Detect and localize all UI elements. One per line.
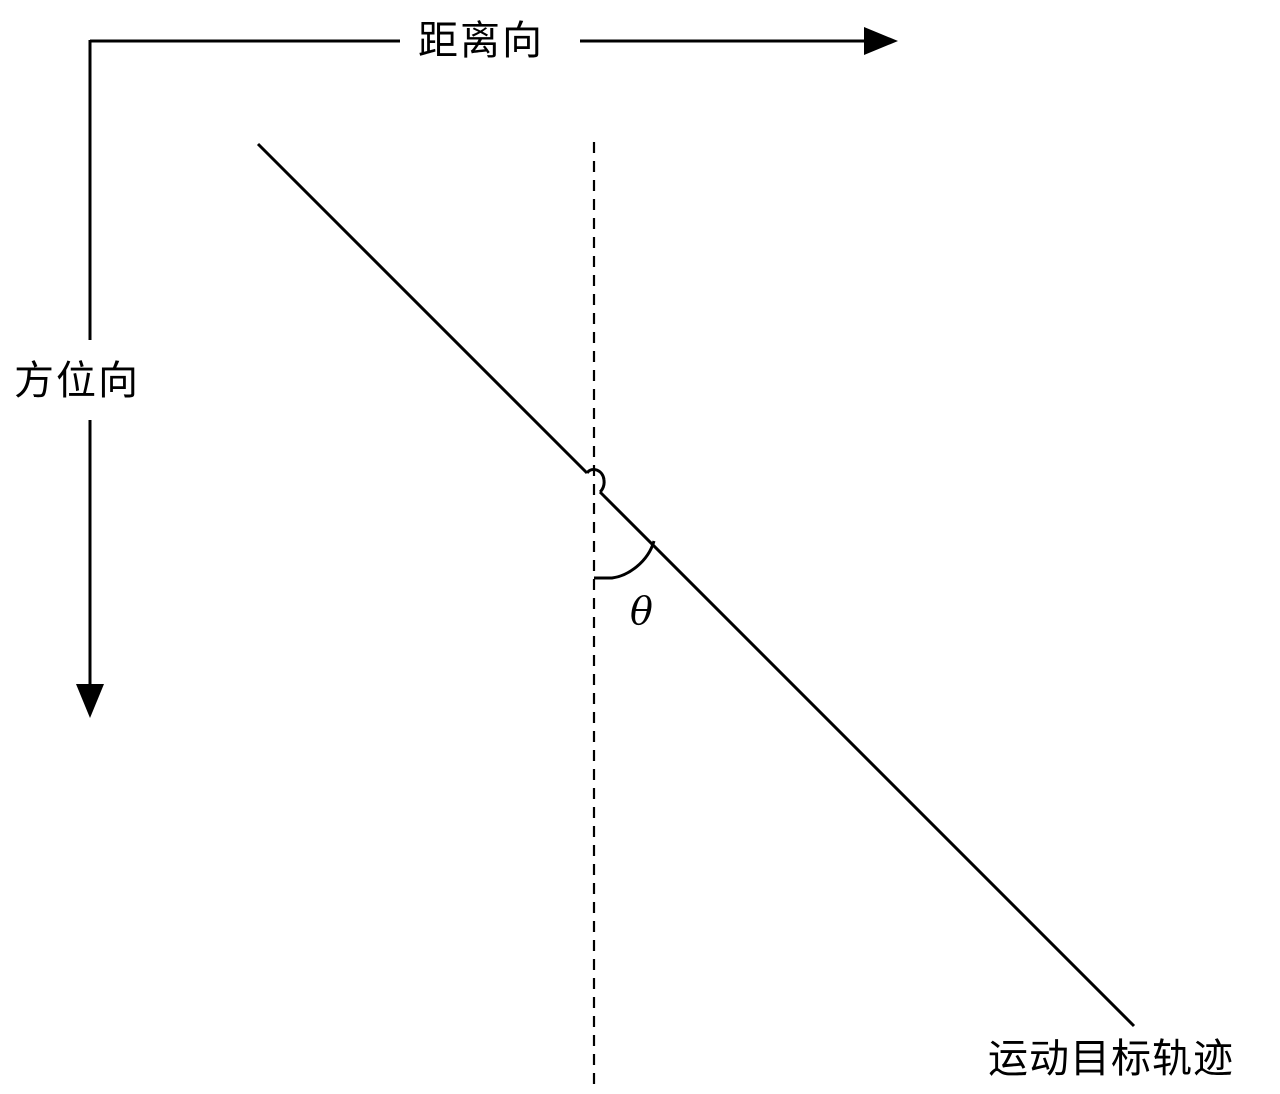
angle-label: θ <box>630 589 653 633</box>
trajectory-label: 运动目标轨迹 <box>988 1036 1234 1082</box>
trajectory-line-lower <box>598 490 1136 1028</box>
azimuth-direction-label: 方位向 <box>14 358 140 404</box>
range-direction-label: 距离向 <box>418 18 544 64</box>
arrow-down-icon <box>76 684 104 718</box>
arrow-right-icon <box>864 27 898 55</box>
trajectory-hop-arc <box>585 468 606 494</box>
angle-arc <box>594 540 656 580</box>
trajectory-line-upper <box>256 142 589 475</box>
